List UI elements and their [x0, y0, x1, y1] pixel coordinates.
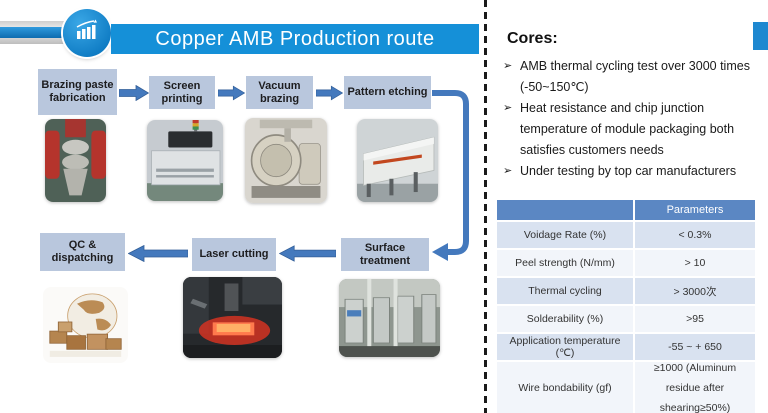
bar-chart-growth-icon — [74, 18, 100, 49]
table-row-label: Peel strength (N/mm) — [497, 250, 633, 276]
table-row-label: Wire bondability (gf) — [497, 362, 633, 413]
table-row-value: ≥1000 (Aluminum residue after shearing≥5… — [635, 362, 755, 413]
table-row-label: Application temperature (℃) — [497, 334, 633, 360]
list-item: ➢ Under testing by top car manufacturers — [503, 161, 763, 182]
etching-line-photo — [357, 119, 438, 202]
table-row-value: -55 ~ + 650 — [635, 334, 755, 360]
arrow-right-icon — [316, 85, 343, 101]
surface-treatment-line-photo — [339, 279, 440, 357]
flow-box-pattern-etching: Pattern etching — [344, 76, 431, 109]
arrow-right-icon — [119, 85, 149, 101]
arrow-left-icon — [279, 245, 336, 262]
table-row-value: >95 — [635, 306, 755, 332]
screen-printing-machine-photo — [147, 120, 223, 201]
bullet-text: Heat resistance and chip junction temper… — [520, 101, 735, 157]
list-item: ➢ Heat resistance and chip junction temp… — [503, 98, 763, 161]
arrow-left-icon — [128, 245, 188, 262]
table-row-value: > 3000次 — [635, 278, 755, 304]
table-row-label: Solderability (%) — [497, 306, 633, 332]
flow-box-vacuum-brazing: Vacuum brazing — [246, 76, 313, 109]
page-title: Copper AMB Production route — [111, 24, 479, 54]
flow-box-laser-cutting: Laser cutting — [192, 238, 276, 271]
flow-box-screen-printing: Screen printing — [149, 76, 215, 109]
flow-box-qc-dispatching: QC & dispatching — [40, 233, 125, 271]
table-row-label: Voidage Rate (%) — [497, 222, 633, 248]
bullet-text: Under testing by top car manufacturers — [520, 164, 737, 178]
logo-badge — [63, 9, 111, 57]
flow-box-brazing-paste: Brazing paste fabrication — [38, 69, 117, 115]
globe-with-packages-photo — [43, 287, 128, 363]
section-divider — [484, 0, 487, 413]
arrow-right-icon — [218, 85, 245, 101]
flow-box-surface-treatment: Surface treatment — [341, 238, 429, 271]
curved-connector-arrow-icon — [428, 84, 480, 266]
corner-accent-bar — [753, 22, 768, 50]
bullet-text: AMB thermal cycling test over 3000 times… — [520, 59, 750, 94]
cores-heading: Cores: — [507, 30, 558, 47]
bullet-arrow-icon: ➢ — [503, 165, 513, 177]
cores-bullet-list: ➢ AMB thermal cycling test over 3000 tim… — [503, 56, 763, 182]
header-blue-bar — [0, 27, 80, 38]
table-row-value: > 10 — [635, 250, 755, 276]
table-header-parameters: Parameters — [635, 200, 755, 220]
table-header-empty — [497, 200, 633, 220]
list-item: ➢ AMB thermal cycling test over 3000 tim… — [503, 56, 763, 98]
laser-cutting-machine-photo — [183, 277, 282, 358]
parameters-table: Parameters Voidage Rate (%) < 0.3% Peel … — [497, 200, 755, 413]
vacuum-brazing-furnace-photo — [245, 118, 327, 203]
table-row-label: Thermal cycling — [497, 278, 633, 304]
bullet-arrow-icon: ➢ — [503, 102, 513, 114]
bullet-arrow-icon: ➢ — [503, 60, 513, 72]
table-row-value: < 0.3% — [635, 222, 755, 248]
three-roll-mill-photo — [45, 119, 106, 202]
